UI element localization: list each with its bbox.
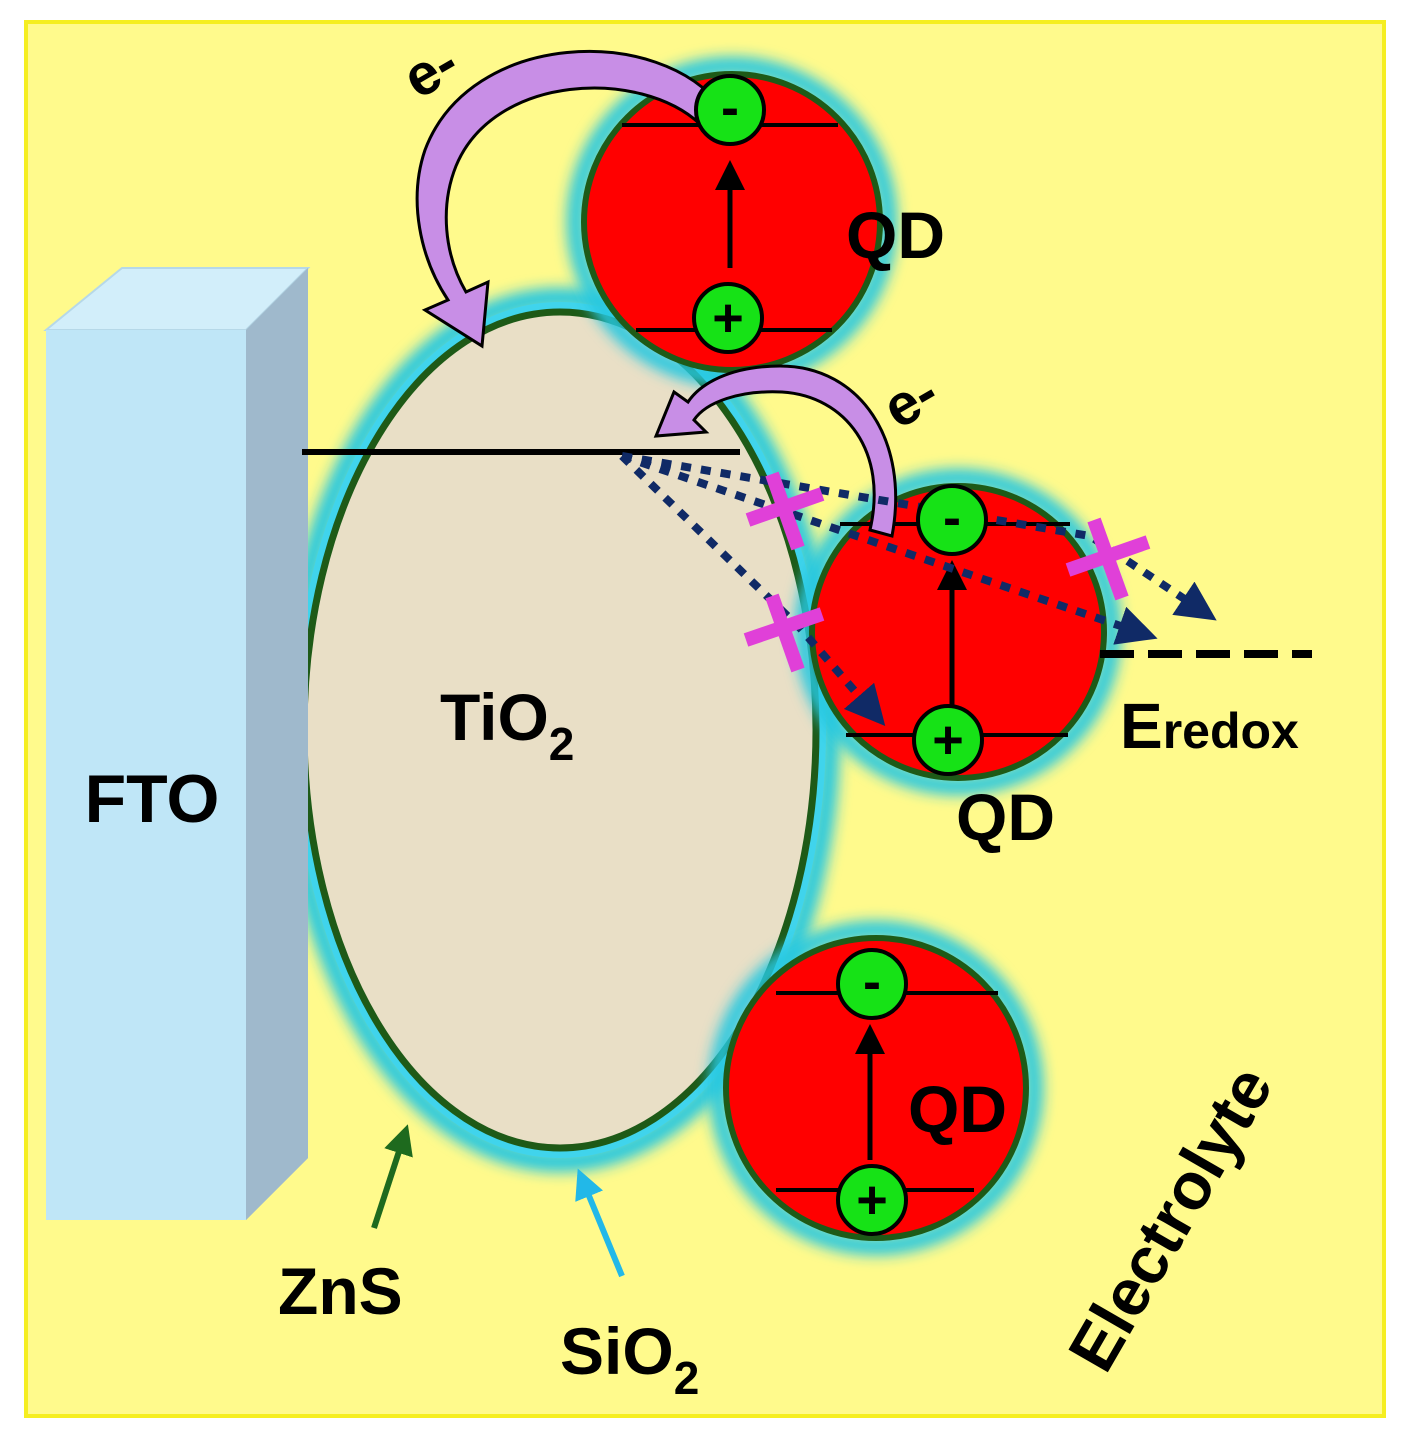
tio2-label: TiO2 [440, 680, 574, 770]
svg-text:-: - [863, 952, 881, 1012]
blocked-mark-3 [1065, 517, 1151, 601]
fto-front-face-overlap [46, 330, 246, 1220]
svg-text:+: + [712, 288, 744, 348]
transfer-arrow-top-body [415, 49, 725, 349]
qd-bottom-label: QD [908, 1072, 1007, 1146]
electron-qd-middle: - [916, 484, 988, 556]
qd-bottom-sio2-glow [709, 921, 1043, 1255]
qd-top-label: QD [846, 198, 945, 272]
blocked-mark-1 [745, 471, 825, 551]
sio2-pointer-arrow [575, 1168, 625, 1278]
svg-text:-: - [943, 488, 961, 548]
hole-qd-bottom: + [836, 1164, 908, 1236]
transfer-arrow-middle-body [653, 364, 898, 538]
recombination-path-to-electrolyte-1 [620, 452, 1158, 645]
blocked-mark-2 [743, 593, 825, 673]
sio2-label: SiO2 [560, 1314, 699, 1404]
svg-text:+: + [856, 1170, 888, 1230]
qd-middle-sio2-glow [795, 469, 1121, 795]
electron-qd-bottom: - [836, 948, 908, 1020]
blocked-marks [743, 471, 1151, 673]
fto-label-front: FTO [85, 761, 220, 837]
quantum-dot-bottom [709, 921, 1043, 1255]
svg-text:+: + [932, 710, 964, 770]
fto-side-face-overlap [246, 268, 308, 1220]
charge-carriers: - + - + - + [692, 74, 988, 1236]
eredox-label: Eredox [1120, 690, 1299, 762]
electron-qd-top: - [694, 74, 766, 146]
zns-pointer-arrow [371, 1124, 413, 1229]
qd-middle-label: QD [956, 780, 1055, 854]
svg-text:-: - [721, 78, 739, 138]
hole-qd-middle: + [912, 704, 984, 776]
zns-label: ZnS [278, 1254, 403, 1328]
quantum-dot-top [567, 57, 897, 387]
qd-bottom-shell [723, 935, 1029, 1241]
hole-qd-top: + [692, 282, 764, 354]
